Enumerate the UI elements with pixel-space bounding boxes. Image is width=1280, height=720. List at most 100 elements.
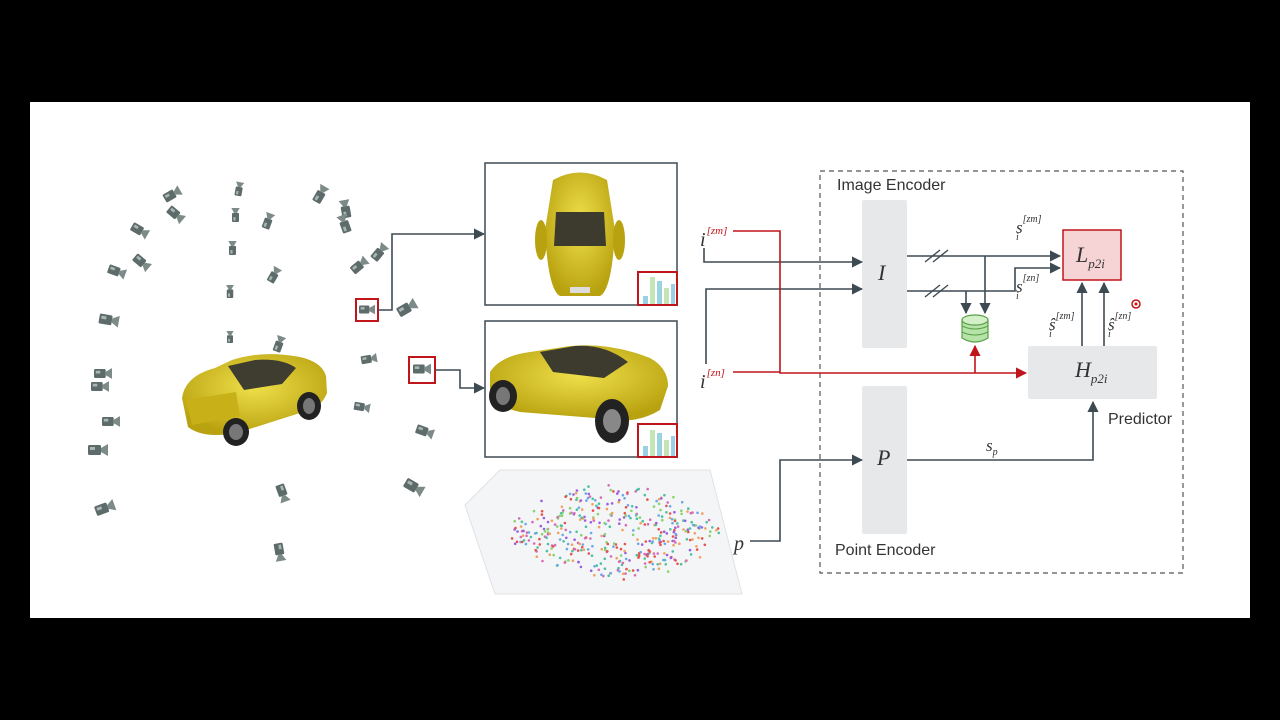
point-cloud-dot [560,524,563,528]
point-cloud-dot [657,567,661,570]
point-cloud-dot [703,543,707,547]
point-cloud-dot [634,490,637,493]
camera-icon [413,363,431,375]
camera-icon [93,498,117,518]
point-cloud-dot [519,525,523,528]
point-cloud-dot [705,520,708,524]
point-cloud-dot [683,519,687,523]
s-p-label: sp [986,436,998,458]
encoder-dashed-box [819,170,1184,574]
camera-icon [271,334,287,354]
point-cloud-dot [607,574,610,577]
point-cloud-dot [603,546,607,550]
point-cloud-dot [671,521,674,525]
point-cloud-dot [618,522,621,525]
point-cloud-dot [563,561,567,564]
camera-icon [102,416,120,427]
point-cloud-dot [609,555,613,558]
point-cloud-dot [684,529,688,533]
point-cloud-dot [567,559,570,562]
point-cloud-dot [536,517,539,521]
point-cloud-dot [637,527,640,530]
point-encoder-label: Point Encoder [835,542,936,559]
point-cloud-dot [624,572,627,575]
point-cloud-dot [676,562,679,566]
point-cloud-dot [693,532,697,535]
point-cloud-dot [587,492,591,496]
point-cloud-dot [592,517,595,520]
point-cloud-dot [621,528,624,532]
point-cloud-dot [578,514,581,517]
shat-i-zm-label: ŝ[zm] [1049,311,1075,334]
point-cloud-dot [553,543,557,547]
point-cloud-dot [657,497,661,501]
point-cloud-dot [666,540,670,543]
point-cloud-dot [636,538,639,541]
cursor-indicator-dot [1134,302,1138,306]
point-cloud-dot [603,548,607,552]
point-cloud-dot [623,542,627,546]
point-cloud-dot [540,532,544,536]
point-cloud-dot [665,511,668,514]
point-cloud-dot [618,518,621,521]
point-cloud-dot [630,509,633,513]
point-cloud-dot [636,568,640,572]
point-cloud-dot [606,502,609,506]
point-cloud-dot [674,559,677,562]
point-cloud-dot [631,569,635,572]
point-cloud-dot [529,535,533,539]
arrow-i-zn-to-encoder [705,283,864,364]
s-i-zn-label: s[zn] [1016,273,1039,296]
point-cloud-dot [610,502,614,505]
point-cloud-dot [672,530,676,534]
point-cloud-dot [516,530,519,533]
point-cloud-dot [548,553,552,556]
point-cloud-dot [624,551,627,555]
point-cloud-dot [532,542,536,545]
image-encoder-symbol: I [877,260,887,285]
point-cloud-dot [588,495,592,498]
point-cloud-dot [534,548,537,552]
point-cloud-dot [568,492,572,496]
point-cloud-dot [556,515,559,519]
input-image-zm: i[zm] [700,225,727,251]
point-cloud-dot [580,545,584,549]
point-cloud-dot [607,519,610,522]
camera-icon [228,241,237,255]
point-cloud-dot [622,572,625,576]
point-cloud-dot [617,560,621,563]
point-cloud-dot [687,507,690,510]
point-cloud-dot [643,493,647,497]
point-cloud-dot [594,499,597,502]
point-cloud-dot [698,556,702,559]
camera-icon [226,285,234,298]
point-cloud-dot [610,511,614,515]
camera-icon [231,208,240,222]
point-cloud-dot [522,539,526,542]
point-cloud-dot [605,507,609,511]
point-cloud-dot [674,536,678,539]
point-cloud-dot [524,522,527,526]
point-encoder-block [862,386,907,534]
point-cloud-dot [535,555,539,558]
camera-icon [94,368,112,379]
point-cloud-dot [688,538,692,542]
point-cloud-dot [583,536,587,540]
point-cloud-dot [707,518,711,522]
point-cloud-dot [631,533,635,537]
point-cloud-dot [626,491,629,494]
point-cloud-dot [694,524,698,527]
point-cloud-dot [580,548,583,552]
point-cloud-dot [603,532,607,536]
camera-icon [88,444,108,456]
point-cloud-dot [662,558,665,562]
point-cloud-dot [552,553,555,557]
point-cloud-dot [670,517,674,521]
camera-icon [106,263,128,280]
point-cloud-dot [640,543,644,546]
camera-icon [353,400,371,414]
point-cloud-dot [532,509,536,513]
point-cloud-dot [633,574,637,577]
point-cloud-dot [660,515,664,518]
